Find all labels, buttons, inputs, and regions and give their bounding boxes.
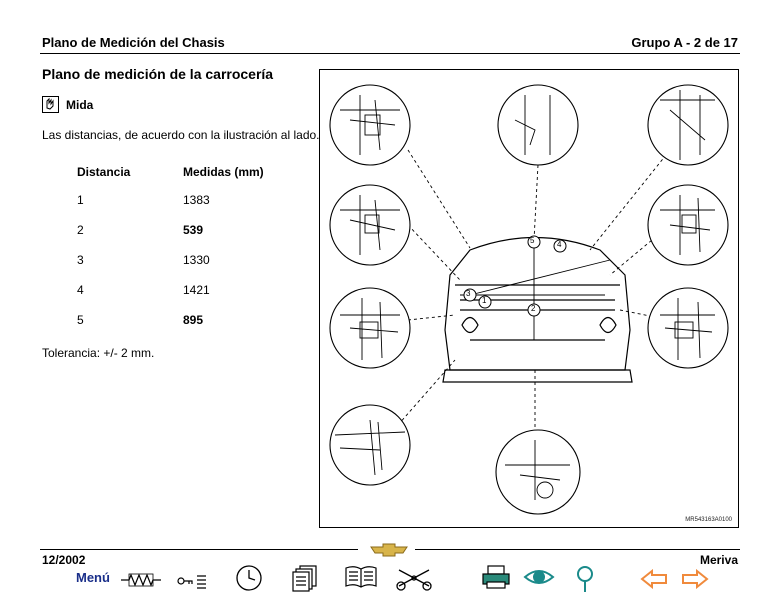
table-row: 4 1421 [72,283,264,313]
table-row: 1 1383 [72,193,264,223]
distance-cell: 2 [77,223,84,237]
brand-logo [369,543,409,562]
value-cell: 895 [183,313,204,327]
header-rule [40,53,740,54]
value-cell: 1421 [183,283,210,297]
documents-icon[interactable] [292,564,318,597]
footer-date: 12/2002 [42,553,86,567]
value-cell: 539 [183,223,204,237]
column-header-value: Medidas (mm) [183,165,264,179]
page-reference: Grupo A - 2 de 17 [631,35,738,50]
distance-cell: 3 [77,253,84,267]
book-icon[interactable] [344,564,378,595]
printer-icon[interactable] [481,564,511,595]
section-title: Plano de Medición del Chasis [42,35,225,50]
callout-1: 1 [482,296,487,305]
table-row: 3 1330 [72,253,264,283]
intro-text: Las distancias, de acuerdo con la ilustr… [42,128,320,142]
table-row: 2 539 [72,223,264,253]
instruction-label: Mida [66,98,94,112]
column-header-distance: Distancia [77,165,131,179]
table-row: 5 895 [72,313,264,343]
clock-icon[interactable] [234,564,264,597]
eye-icon[interactable] [523,564,555,595]
arrow-left-icon[interactable] [640,568,668,594]
callout-2: 2 [531,304,536,313]
distance-cell: 5 [77,313,84,327]
magnifier-icon[interactable] [573,564,597,599]
value-cell: 1330 [183,253,210,267]
callout-3: 3 [466,289,471,298]
footer-model: Meriva [699,553,738,567]
arrow-right-icon[interactable] [681,568,709,594]
value-cell: 1383 [183,193,210,207]
key-list-icon[interactable] [176,573,208,594]
callout-4: 4 [557,240,562,249]
resistor-icon[interactable] [121,572,161,593]
vehicle-lift-icon[interactable] [395,564,433,597]
page-title: Plano de medición de la carrocería [42,66,274,82]
callout-5: 5 [530,236,535,245]
distance-cell: 1 [77,193,84,207]
menu-link[interactable]: Menú [76,570,110,585]
body-measurement-illustration: 5 4 3 1 2 MR543163A0100 [319,69,739,528]
table-header-row: Distancia Medidas (mm) [72,163,264,193]
measurements-table: Distancia Medidas (mm) 1 1383 2 539 3 13… [72,163,264,343]
distance-cell: 4 [77,283,84,297]
measure-icon [42,96,59,113]
tolerance-text: Tolerancia: +/- 2 mm. [42,346,155,360]
footer-rule-right [415,549,740,550]
footer-rule-left [40,549,358,550]
figure-code: MR543163A0100 [685,517,732,523]
